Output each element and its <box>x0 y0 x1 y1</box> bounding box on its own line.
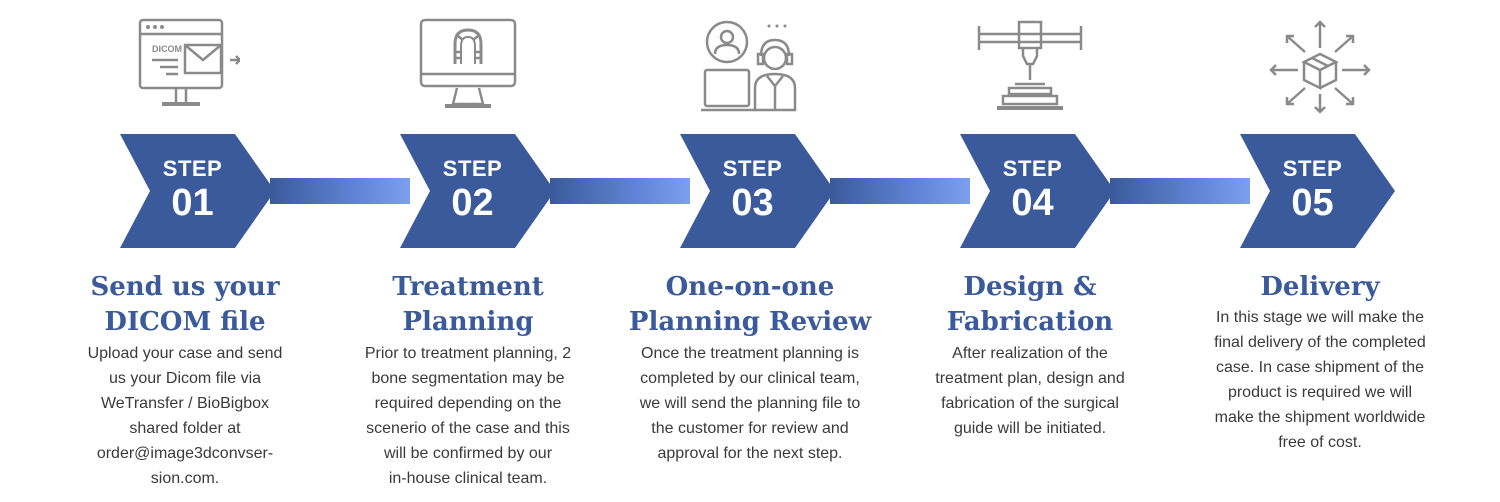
step-04-desc-line: fabrication of the surgical <box>941 395 1119 412</box>
step-02: STEP 02 Treatment Planning Prior to trea… <box>328 0 608 502</box>
step-02-title-line: Planning <box>402 307 534 337</box>
step-01-number: 01 <box>171 182 214 224</box>
step-03-desc-line: Once the treatment planning is <box>641 345 859 362</box>
step-04: STEP 04 Design & Fabrication After reali… <box>890 0 1170 502</box>
step-03-desc-line: we will send the planning file to <box>639 395 861 412</box>
step-03-title-line: One-on-one <box>665 272 835 302</box>
step-05-title: Delivery <box>1180 270 1460 305</box>
3d-printer-icon <box>975 12 1085 117</box>
step-04-chevron: STEP 04 <box>960 134 1115 248</box>
step-01-desc-line: order@image3dconvser- <box>96 445 274 462</box>
step-03-desc-line: completed by our clinical team, <box>640 370 860 387</box>
step-04-label: STEP <box>1002 156 1063 181</box>
step-05-desc-line: make the shipment worldwide <box>1214 409 1426 426</box>
step-02-title: Treatment Planning <box>328 270 608 340</box>
package-delivery-icon <box>1265 12 1375 117</box>
step-03-desc-line: approval for the next step. <box>657 445 843 462</box>
step-01-chevron: STEP 01 <box>120 134 275 248</box>
connector-2-3 <box>550 178 690 204</box>
step-02-desc-line: scenerio of the case and this <box>366 420 570 437</box>
step-05: STEP 05 Delivery In this stage we will m… <box>1180 0 1460 502</box>
step-02-chevron: STEP 02 <box>400 134 555 248</box>
step-01-title-line: DICOM file <box>104 307 266 337</box>
step-04-desc-line: After realization of the <box>952 345 1108 362</box>
step-01: DICOM STEP 01 Send us your DICOM file Up… <box>45 0 325 502</box>
step-03-title-line: Planning Review <box>628 307 872 337</box>
connector-1-2 <box>270 178 410 204</box>
video-consultation-icon <box>695 12 805 117</box>
step-05-desc-line: case. In case shipment of the <box>1215 359 1425 376</box>
step-03-desc-line: the customer for review and <box>651 420 849 437</box>
step-03-title: One-on-one Planning Review <box>610 270 890 340</box>
step-02-description: Prior to treatment planning, 2 bone segm… <box>328 341 608 491</box>
connector-4-5 <box>1110 178 1250 204</box>
step-05-description: In this stage we will make the final del… <box>1180 305 1460 455</box>
step-04-description: After realization of the treatment plan,… <box>890 341 1170 441</box>
step-02-number: 02 <box>451 182 494 224</box>
step-03-description: Once the treatment planning is completed… <box>610 341 890 466</box>
step-02-desc-line: bone segmentation may be <box>371 370 565 387</box>
step-02-label: STEP <box>442 156 503 181</box>
step-05-desc-line: product is required we will <box>1227 384 1413 401</box>
step-04-title-line: Fabrication <box>946 307 1114 337</box>
step-01-desc-line: WeTransfer / BioBigbox <box>100 395 270 412</box>
step-05-desc-line: final delivery of the completed <box>1214 334 1426 351</box>
step-01-description: Upload your case and send us your Dicom … <box>45 341 325 491</box>
connector-3-4 <box>830 178 970 204</box>
step-03-label: STEP <box>722 156 783 181</box>
step-01-title: Send us your DICOM file <box>45 270 325 340</box>
step-01-desc-line: sion.com. <box>150 470 220 487</box>
step-02-desc-line: in-house clinical team. <box>388 470 548 487</box>
step-02-desc-line: Prior to treatment planning, 2 <box>364 345 572 362</box>
step-04-desc-line: treatment plan, design and <box>935 370 1125 387</box>
dental-scan-monitor-icon <box>413 12 523 117</box>
dicom-email-monitor-icon: DICOM <box>130 12 240 117</box>
step-02-title-line: Treatment <box>392 272 544 302</box>
step-01-desc-line: us your Dicom file via <box>108 370 262 387</box>
step-05-title-line: Delivery <box>1260 272 1380 302</box>
step-02-desc-line: will be confirmed by our <box>383 445 553 462</box>
step-01-desc-line: Upload your case and send <box>87 345 283 362</box>
dicom-icon-text: DICOM <box>152 44 182 54</box>
step-02-desc-line: required depending on the <box>374 395 562 412</box>
step-05-desc-line: free of cost. <box>1278 434 1362 451</box>
step-01-label: STEP <box>162 156 223 181</box>
step-03-chevron: STEP 03 <box>680 134 835 248</box>
step-05-label: STEP <box>1282 156 1343 181</box>
step-04-desc-line: guide will be initiated. <box>953 420 1107 437</box>
step-04-number: 04 <box>1011 182 1054 224</box>
step-03: STEP 03 One-on-one Planning Review Once … <box>610 0 890 502</box>
step-05-number: 05 <box>1291 182 1334 224</box>
step-05-desc-line: In this stage we will make the <box>1215 309 1425 326</box>
step-05-chevron: STEP 05 <box>1240 134 1395 248</box>
step-01-desc-line: shared folder at <box>129 420 241 437</box>
step-01-title-line: Send us your <box>90 272 280 302</box>
step-03-number: 03 <box>731 182 774 224</box>
step-04-title-line: Design & <box>963 272 1097 302</box>
step-04-title: Design & Fabrication <box>890 270 1170 340</box>
